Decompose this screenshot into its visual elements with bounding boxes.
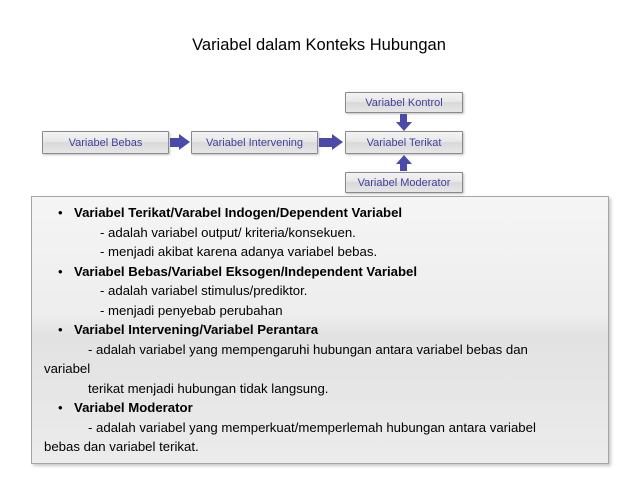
arrow-down-icon: [395, 114, 412, 131]
list-item-text: - adalah variabel output/ kriteria/konse…: [100, 224, 356, 240]
list-item: • Variabel Intervening/Variabel Perantar…: [44, 320, 598, 340]
list-item-text: Variabel Intervening/Variabel Perantara: [74, 322, 319, 337]
diagram-box-intervening[interactable]: Variabel Intervening: [191, 131, 318, 154]
diagram-box-bebas-label: Variabel Bebas: [68, 136, 143, 149]
bullet-marker: •: [58, 400, 63, 415]
bullet-marker: •: [58, 263, 63, 279]
list-item-text: - adalah variabel yang mempengaruhi hubu…: [88, 341, 528, 357]
body-text-panel: • Variabel Terikat/Varabel Indogen/Depen…: [31, 196, 609, 464]
list-item: • Variabel Bebas/Variabel Eksogen/Indepe…: [44, 262, 598, 282]
diagram-box-bebas[interactable]: Variabel Bebas: [42, 131, 169, 154]
list-item-text: Variabel Moderator: [74, 400, 193, 415]
arrow-right-icon: [319, 134, 343, 150]
list-item-text: terikat menjadi hubungan tidak langsung.: [88, 380, 329, 396]
list-item-text: bebas dan variabel terikat.: [44, 439, 199, 454]
diagram-box-terikat-label: Variabel Terikat: [366, 136, 442, 149]
arrow-right-icon: [170, 134, 190, 150]
diagram-box-moderator[interactable]: Variabel Moderator: [345, 172, 463, 193]
list-item-text: - menjadi penyebab perubahan: [100, 302, 283, 318]
list-item-text: - adalah variabel stimulus/prediktor.: [100, 283, 308, 298]
diagram-box-kontrol[interactable]: Variabel Kontrol: [345, 92, 463, 113]
list-item-text: Variabel Terikat/Varabel Indogen/Depende…: [74, 205, 403, 220]
list-item-text: variabel: [44, 361, 91, 376]
diagram-box-moderator-label: Variabel Moderator: [357, 176, 451, 189]
list-item-text: - menjadi akibat karena adanya variabel …: [100, 244, 378, 259]
bullet-marker: •: [58, 322, 63, 337]
page-title: Variabel dalam Konteks Hubungan: [192, 36, 446, 54]
arrow-up-icon: [395, 155, 412, 171]
bullet-marker: •: [58, 205, 63, 220]
list-item: • Variabel Moderator: [44, 398, 598, 418]
list-item-text: Variabel Bebas/Variabel Eksogen/Independ…: [74, 263, 418, 279]
diagram-box-terikat[interactable]: Variabel Terikat: [345, 131, 463, 154]
list-item: • Variabel Terikat/Varabel Indogen/Depen…: [44, 203, 598, 223]
list-item-text: - adalah variabel yang memperkuat/memper…: [88, 419, 536, 435]
diagram-box-kontrol-label: Variabel Kontrol: [365, 96, 443, 109]
diagram-box-intervening-label: Variabel Intervening: [205, 136, 304, 149]
